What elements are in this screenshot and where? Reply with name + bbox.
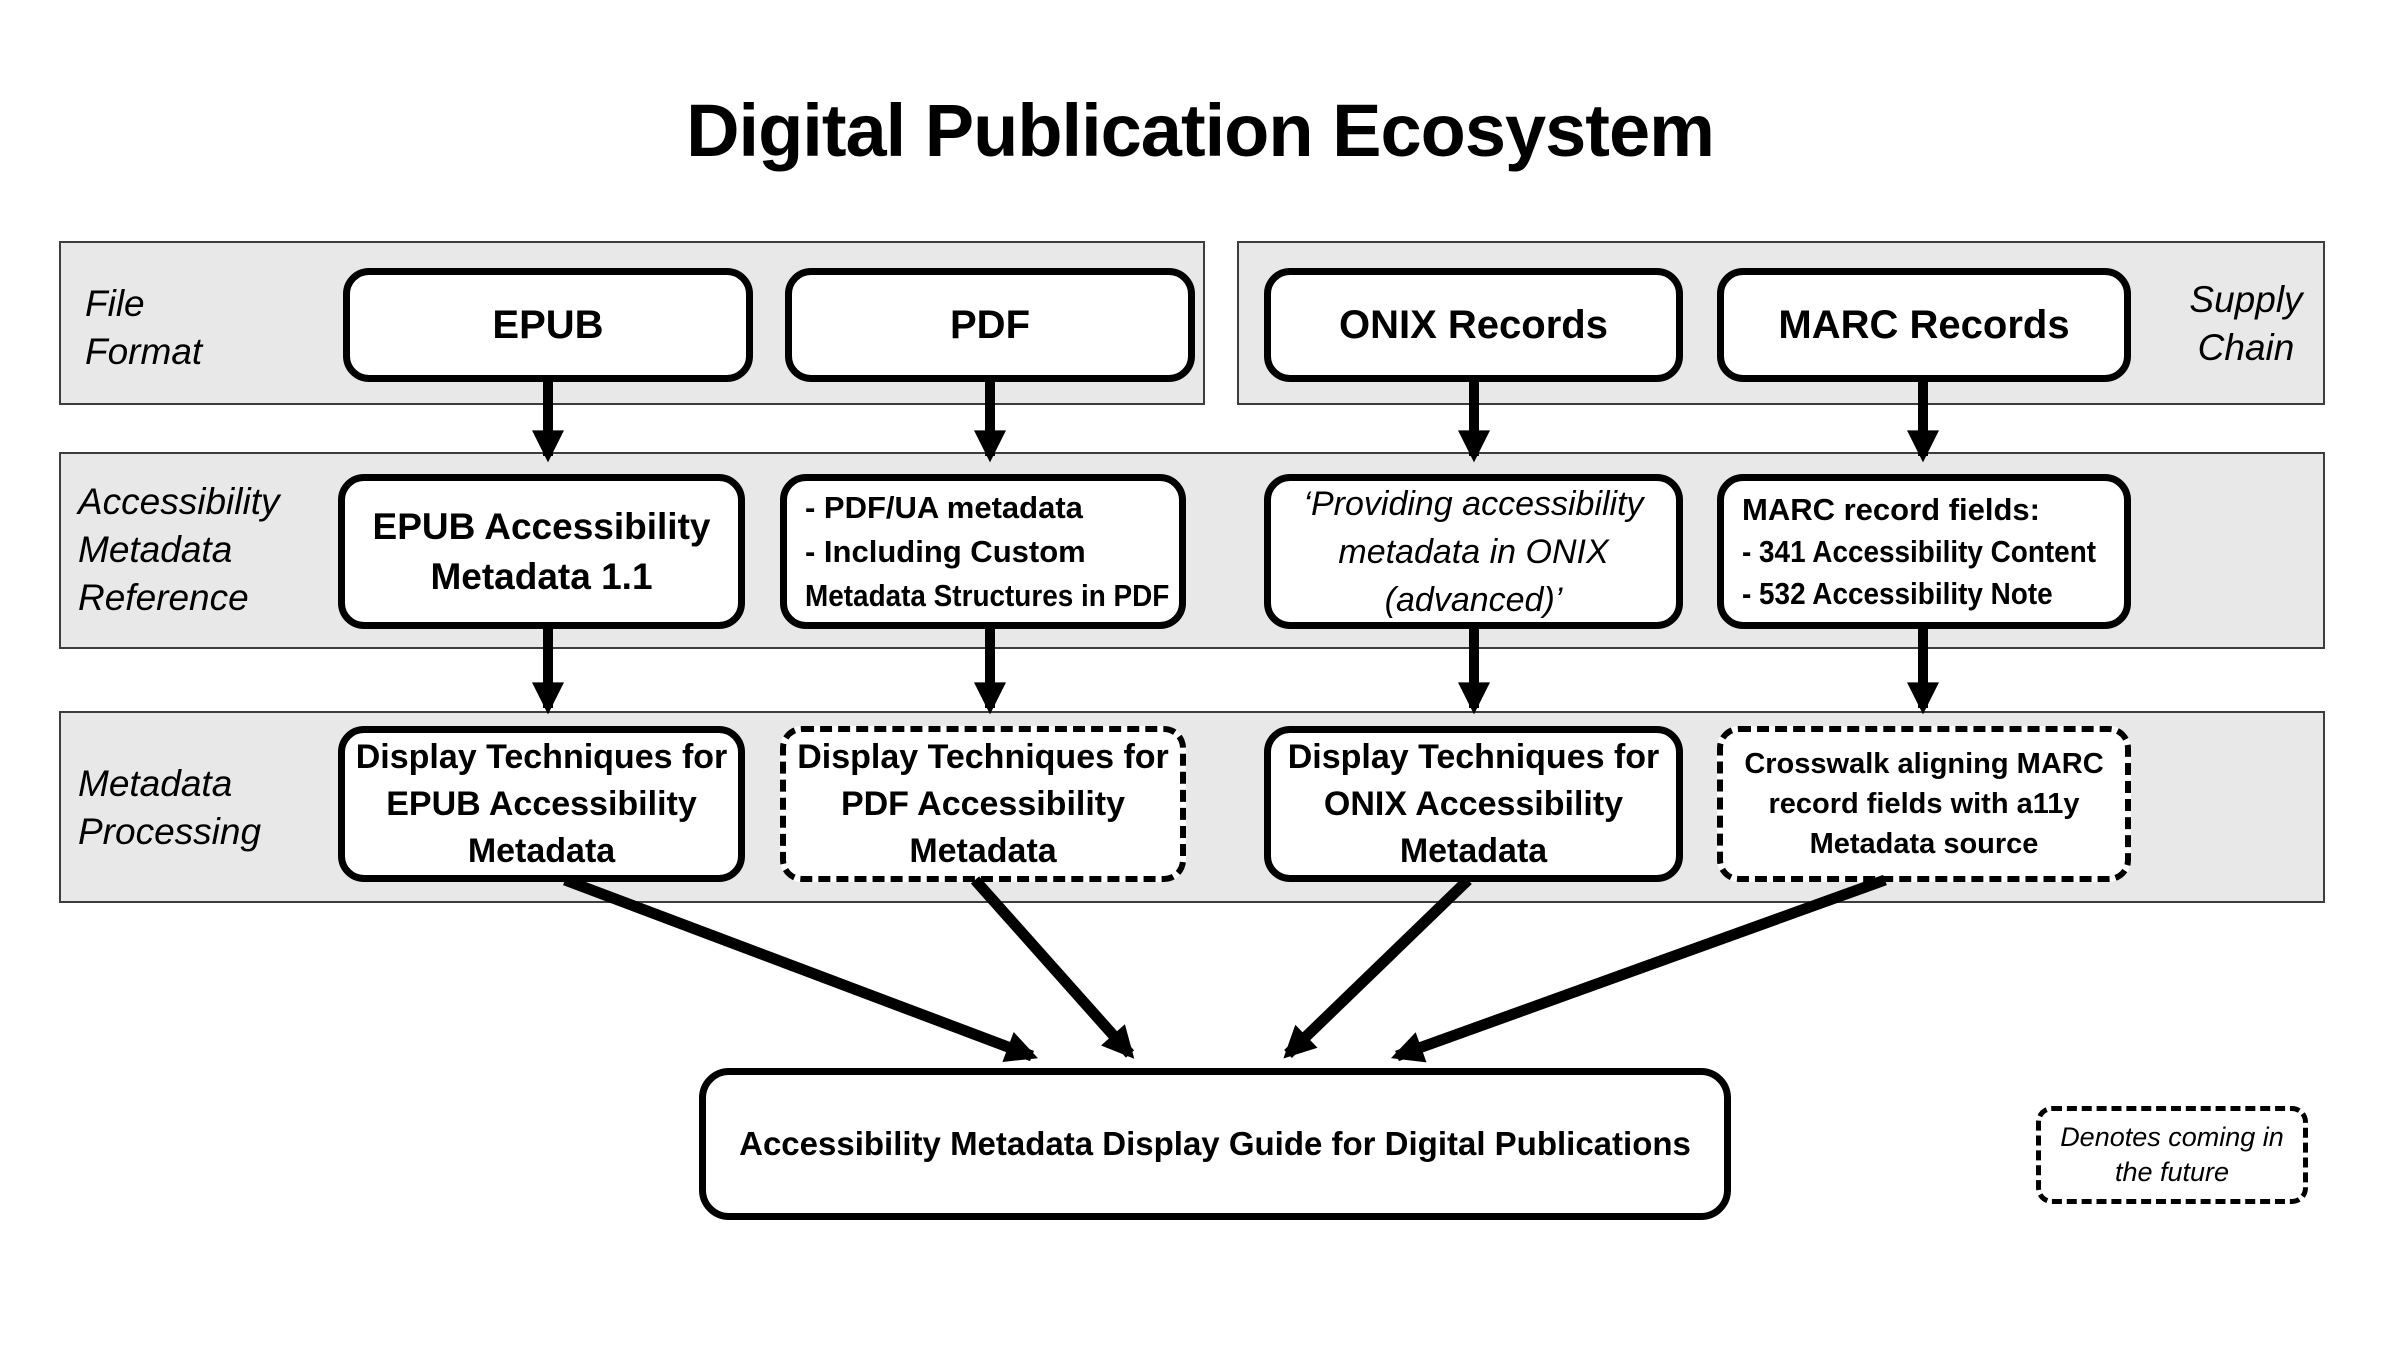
display-pdf-line2: PDF Accessibility: [840, 784, 1126, 823]
box-marc-records: MARC Records: [1717, 268, 2131, 382]
display-onix-line1: Display Techniques for: [1287, 737, 1660, 776]
box-epub-accessibility-metadata: EPUB Accessibility Metadata 1.1: [338, 474, 745, 629]
box-display-guide-label: Accessibility Metadata Display Guide for…: [739, 1125, 1691, 1162]
label-processing-line2: Processing: [78, 811, 262, 852]
box-pdf-ua-line2: - Including Custom: [805, 533, 1086, 569]
box-marc-fields-line2: - 341 Accessibility Content: [1742, 533, 2097, 569]
label-reference-line1: Accessibility: [78, 481, 280, 522]
label-metadata-processing: Metadata Processing: [78, 760, 261, 856]
box-epub-label: EPUB: [492, 302, 604, 347]
box-pdf-ua-metadata: - PDF/UA metadata - Including Custom Met…: [780, 474, 1186, 629]
crosswalk-line1: Crosswalk aligning MARC: [1744, 748, 2104, 780]
display-epub-line2: EPUB Accessibility: [386, 784, 697, 823]
legend-future-box: Denotes coming in the future: [2036, 1106, 2308, 1204]
label-reference-line2: Metadata: [78, 529, 233, 570]
box-pdf: PDF: [785, 268, 1195, 382]
crosswalk-line3: Metadata source: [1809, 828, 2039, 860]
legend-line2: the future: [2114, 1157, 2230, 1187]
label-supply-chain-line1: Supply: [2189, 279, 2303, 320]
box-crosswalk-marc: Crosswalk aligning MARC record fields wi…: [1717, 726, 2131, 882]
box-epub-accessibility-line1: EPUB Accessibility: [372, 505, 711, 547]
box-pdf-ua-line3: Metadata Structures in PDF: [805, 577, 1170, 613]
box-marc-fields-line3: - 532 Accessibility Note: [1742, 575, 2053, 611]
label-file-format-line1: File: [85, 283, 145, 324]
box-epub-accessibility-line2: Metadata 1.1: [430, 555, 653, 597]
box-display-techniques-epub: Display Techniques for EPUB Accessibilit…: [338, 726, 745, 882]
label-supply-chain: Supply Chain: [2160, 276, 2332, 372]
arrow-pdf-processing-to-guide: [970, 876, 1135, 1059]
box-pdf-ua-line1: - PDF/UA metadata: [805, 489, 1083, 525]
label-supply-chain-line2: Chain: [2197, 327, 2295, 368]
box-onix-records-label: ONIX Records: [1339, 302, 1608, 347]
display-epub-line3: Metadata: [467, 831, 616, 870]
box-display-guide: Accessibility Metadata Display Guide for…: [699, 1068, 1731, 1220]
crosswalk-line2: record fields with a11y: [1768, 788, 2080, 820]
display-onix-line2: ONIX Accessibility: [1323, 784, 1624, 823]
box-onix-quote-line3: (advanced)’: [1384, 580, 1563, 619]
box-marc-records-label: MARC Records: [1778, 302, 2070, 347]
display-onix-line3: Metadata: [1399, 831, 1548, 870]
box-onix-providing-accessibility: ‘Providing accessibility metadata in ONI…: [1264, 474, 1683, 629]
box-onix-records: ONIX Records: [1264, 268, 1683, 382]
box-display-techniques-onix: Display Techniques for ONIX Accessibilit…: [1264, 726, 1683, 882]
box-onix-quote-line2: metadata in ONIX: [1338, 532, 1609, 571]
box-marc-fields-line1: MARC record fields:: [1742, 491, 2040, 527]
display-epub-line1: Display Techniques for: [355, 737, 728, 776]
box-pdf-label: PDF: [950, 302, 1030, 347]
arrow-marc-processing-to-guide: [1390, 874, 1887, 1063]
label-file-format: File Format: [85, 280, 202, 376]
label-accessibility-metadata-reference: Accessibility Metadata Reference: [78, 478, 280, 622]
label-processing-line1: Metadata: [78, 763, 233, 804]
box-display-techniques-pdf: Display Techniques for PDF Accessibility…: [780, 726, 1186, 882]
box-epub: EPUB: [343, 268, 753, 382]
arrow-onix-processing-to-guide: [1283, 876, 1472, 1059]
legend-line1: Denotes coming in: [2060, 1122, 2284, 1152]
box-onix-quote-line1: ‘Providing accessibility: [1303, 484, 1644, 523]
label-reference-line3: Reference: [78, 577, 249, 618]
arrow-epub-processing-to-guide: [563, 874, 1038, 1062]
display-pdf-line3: Metadata: [909, 831, 1057, 870]
page-title: Digital Publication Ecosystem: [686, 89, 1715, 172]
display-pdf-line1: Display Techniques for: [797, 737, 1169, 776]
label-file-format-line2: Format: [85, 331, 203, 372]
box-marc-record-fields: MARC record fields: - 341 Accessibility …: [1717, 474, 2131, 629]
